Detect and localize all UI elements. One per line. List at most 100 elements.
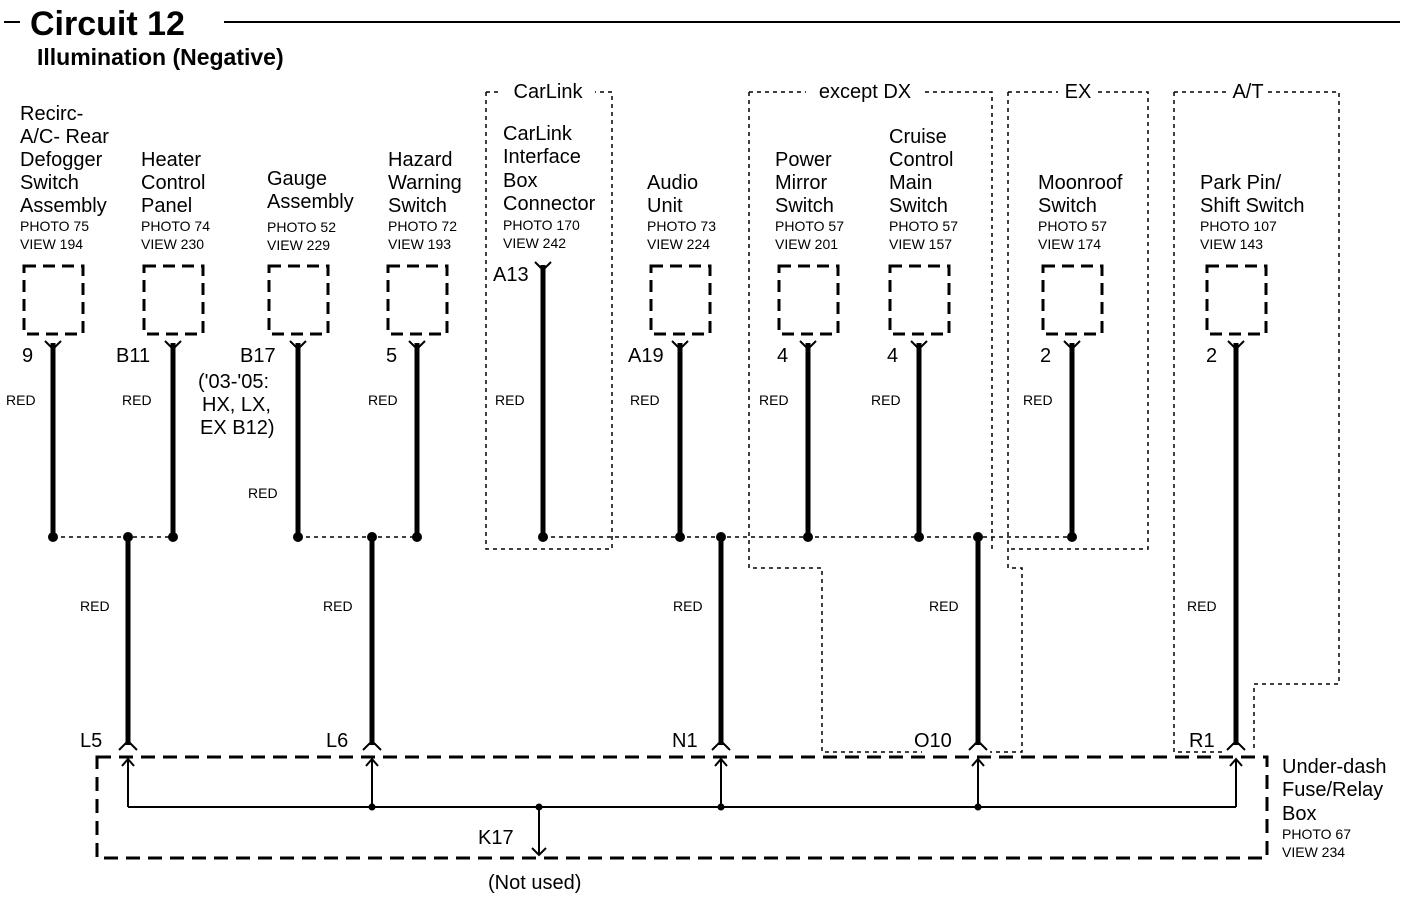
connector-box bbox=[22, 264, 85, 336]
wire-color-label: RED bbox=[495, 392, 525, 408]
option-group-ex: EX bbox=[990, 81, 1149, 753]
group-label-ex: EX bbox=[1065, 81, 1092, 103]
trunk-l6: RED L6 bbox=[323, 537, 375, 752]
component-name-line: Control bbox=[141, 172, 205, 194]
pin-label: 2 bbox=[1206, 345, 1217, 367]
component-name-line: Box bbox=[503, 170, 537, 192]
component-name-line: Cruise bbox=[889, 126, 947, 148]
component-name-line: CarLink bbox=[503, 123, 573, 145]
internal-terminals bbox=[121, 757, 1243, 807]
fuse-box-name-line: Fuse/Relay bbox=[1282, 779, 1383, 801]
splice-point bbox=[538, 532, 548, 542]
terminal-label: L5 bbox=[80, 730, 102, 752]
terminal-label: R1 bbox=[1189, 730, 1215, 752]
splice-point bbox=[675, 532, 685, 542]
component-heater-control-panel: Heater Control Panel PHOTO 74 VIEW 230 B… bbox=[116, 149, 210, 537]
fuse-box-name-line: Under-dash bbox=[1282, 756, 1387, 778]
wire-color-label: RED bbox=[673, 598, 703, 614]
component-photo-ref: PHOTO 57 bbox=[889, 218, 958, 234]
wire-color-label: RED bbox=[368, 392, 398, 408]
component-name-line: Switch bbox=[889, 195, 948, 217]
pin-note-line: HX, LX, bbox=[202, 394, 271, 416]
component-name-line: Switch bbox=[20, 172, 79, 194]
component-power-mirror-switch: Power Mirror Switch PHOTO 57 VIEW 201 4 … bbox=[759, 149, 844, 537]
component-name-line: Interface bbox=[503, 146, 581, 168]
wire-color-label: RED bbox=[122, 392, 152, 408]
component-view-ref: VIEW 201 bbox=[775, 236, 838, 252]
wire-color-label: RED bbox=[80, 598, 110, 614]
connector-box bbox=[1205, 264, 1268, 336]
splice-point bbox=[168, 532, 178, 542]
component-photo-ref: PHOTO 72 bbox=[388, 218, 457, 234]
pin-note-line: ('03-'05: bbox=[198, 371, 269, 393]
component-name-line: Switch bbox=[775, 195, 834, 217]
connector-box bbox=[386, 264, 449, 336]
internal-junctions bbox=[368, 803, 982, 811]
page-title: Circuit 12 bbox=[30, 5, 185, 43]
component-view-ref: VIEW 194 bbox=[20, 236, 83, 252]
component-view-ref: VIEW 224 bbox=[647, 236, 710, 252]
splice-point bbox=[48, 532, 58, 542]
splice-point bbox=[914, 532, 924, 542]
trunk-n1: RED N1 bbox=[672, 537, 724, 752]
trunk-r1: R1 bbox=[1189, 730, 1215, 752]
component-recirc-switch: Recirc- A/C- Rear Defogger Switch Assemb… bbox=[6, 103, 109, 537]
ground-terminal-label: K17 bbox=[478, 827, 514, 849]
group-label-at: A/T bbox=[1232, 81, 1263, 103]
component-photo-ref: PHOTO 57 bbox=[1038, 218, 1107, 234]
component-photo-ref: PHOTO 107 bbox=[1200, 218, 1277, 234]
connector-box bbox=[649, 264, 712, 336]
pin-note-line: EX B12) bbox=[200, 417, 274, 439]
component-name-line: Control bbox=[889, 149, 953, 171]
option-group-carlink: CarLink bbox=[485, 81, 613, 550]
component-name-line: Connector bbox=[503, 193, 596, 215]
trunk-l5: RED L5 bbox=[80, 537, 131, 752]
component-view-ref: VIEW 157 bbox=[889, 236, 952, 252]
component-name-line: Defogger bbox=[20, 149, 103, 171]
wire-color-label: RED bbox=[929, 598, 959, 614]
splice-point bbox=[803, 532, 813, 542]
component-photo-ref: PHOTO 57 bbox=[775, 218, 844, 234]
option-group-at: A/T bbox=[1173, 81, 1340, 753]
component-hazard-warning-switch: Hazard Warning Switch PHOTO 72 VIEW 193 … bbox=[368, 149, 462, 537]
pin-label: 4 bbox=[777, 345, 788, 367]
component-carlink-interface-box: CarLink Interface Box Connector PHOTO 17… bbox=[493, 123, 596, 537]
under-dash-fuse-relay-box: K17 (Not used) Under-dash Fuse/Relay Box… bbox=[95, 755, 1387, 894]
component-name-line: Heater bbox=[141, 149, 201, 171]
pin-label: A13 bbox=[493, 264, 529, 286]
wire-color-label: RED bbox=[871, 392, 901, 408]
component-name-line: Moonroof bbox=[1038, 172, 1123, 194]
component-view-ref: VIEW 174 bbox=[1038, 236, 1101, 252]
wire-color-label: RED bbox=[630, 392, 660, 408]
wire-color-label: RED bbox=[6, 392, 36, 408]
component-name-line: Assembly bbox=[267, 191, 354, 213]
component-name-line: Recirc- bbox=[20, 103, 83, 125]
component-audio-unit: Audio Unit PHOTO 73 VIEW 224 A19 RED bbox=[628, 172, 716, 537]
terminal-label: O10 bbox=[914, 730, 952, 752]
fuse-box-name-line: Box bbox=[1282, 803, 1316, 825]
page-subtitle: Illumination (Negative) bbox=[37, 44, 284, 70]
component-name-line: Unit bbox=[647, 195, 683, 217]
splice-point bbox=[412, 532, 422, 542]
component-name-line: Panel bbox=[141, 195, 192, 217]
component-name-line: Switch bbox=[388, 195, 447, 217]
component-photo-ref: PHOTO 75 bbox=[20, 218, 89, 234]
fuse-box-photo-ref: PHOTO 67 bbox=[1282, 826, 1351, 842]
splice-point bbox=[293, 532, 303, 542]
component-name-line: Mirror bbox=[775, 172, 828, 194]
pin-label: B11 bbox=[116, 345, 150, 367]
component-gauge-assembly: Gauge Assembly PHOTO 52 VIEW 229 B17 ('0… bbox=[198, 168, 354, 537]
component-name-line: Warning bbox=[388, 172, 462, 194]
connector-box bbox=[142, 264, 205, 336]
component-name-line: Audio bbox=[647, 172, 698, 194]
connector-box bbox=[888, 264, 951, 336]
terminal-arrows bbox=[118, 739, 1246, 751]
component-name-line: Gauge bbox=[267, 168, 327, 190]
component-photo-ref: PHOTO 52 bbox=[267, 219, 336, 235]
option-group-except-dx: except DX bbox=[748, 81, 993, 753]
connector-box bbox=[777, 264, 840, 336]
fuse-box-outline bbox=[95, 755, 1269, 860]
terminal-label: L6 bbox=[326, 730, 348, 752]
component-cruise-control-switch: Cruise Control Main Switch PHOTO 57 VIEW… bbox=[871, 126, 958, 537]
component-name-line: Power bbox=[775, 149, 832, 171]
